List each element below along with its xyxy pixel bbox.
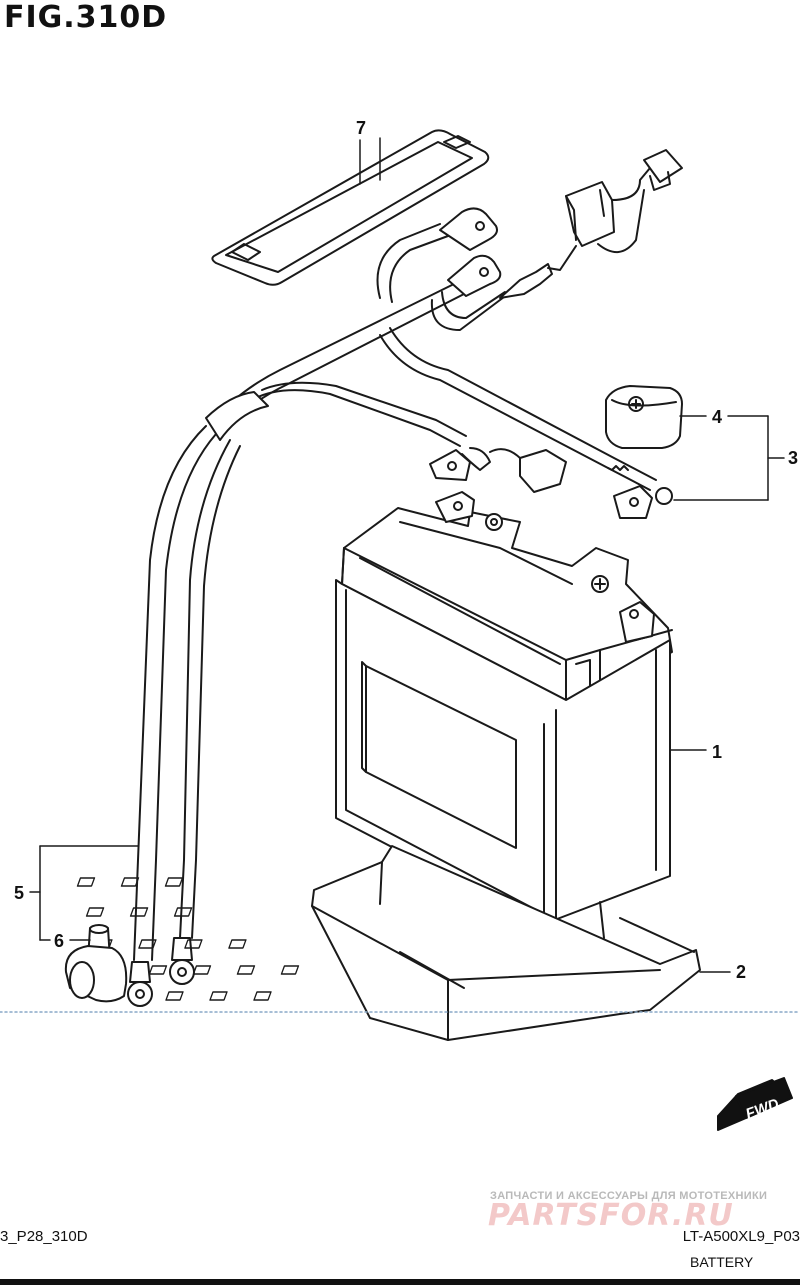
callout-2: 2 <box>736 962 746 982</box>
callout-3: 3 <box>788 448 798 468</box>
callout-7: 7 <box>356 118 366 138</box>
watermark-logo: PARTSFOR.RU <box>488 1198 734 1233</box>
watermark-tagline: ЗАПЧАСТИ И АКСЕССУАРЫ ДЛЯ МОТОТЕХНИКИ <box>490 1190 768 1202</box>
figure-title: FIG.310D <box>4 0 168 35</box>
footer-figure-code: 3_P28_310D <box>0 1228 88 1245</box>
footer-section-name: BATTERY <box>690 1254 754 1270</box>
terminal-cover-part-4 <box>605 385 683 449</box>
callout-4: 4 <box>712 407 722 427</box>
battery-part-1 <box>335 491 673 925</box>
forward-direction-arrow: FWD <box>717 1077 793 1131</box>
bottom-border <box>0 1279 800 1285</box>
footer-model-code: LT-A500XL9_P03 <box>682 1228 800 1245</box>
battery-tray-part-2 <box>76 845 701 1041</box>
battery-cable-harness-part-5 <box>127 149 683 1007</box>
leader-lines-group <box>29 415 785 941</box>
callout-6: 6 <box>54 931 64 951</box>
callout-1: 1 <box>712 742 722 762</box>
terminal-boot-part-6 <box>64 924 128 1003</box>
battery-strap-part-7 <box>211 129 490 286</box>
callout-5: 5 <box>14 883 24 903</box>
